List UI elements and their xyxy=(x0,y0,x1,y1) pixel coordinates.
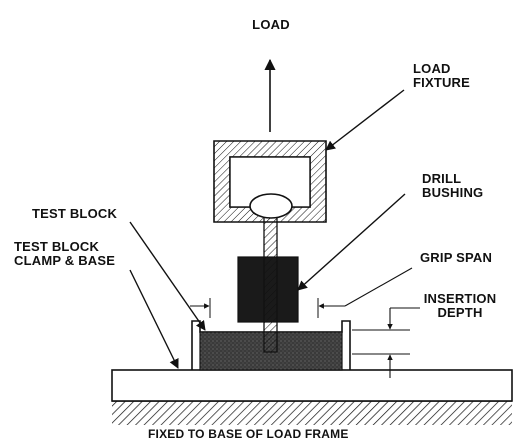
label-drill-bushing-line2: BUSHING xyxy=(422,185,484,200)
label-load: LOAD xyxy=(252,17,290,32)
label-test-block-clamp-line1: TEST BLOCK xyxy=(14,239,100,254)
label-insertion-depth-line2: DEPTH xyxy=(437,305,483,320)
specimen-rod xyxy=(263,213,278,353)
leader-test-block xyxy=(129,221,206,331)
label-load-fixture: LOAD FIXTURE xyxy=(413,62,470,90)
grip-span-dimension xyxy=(190,267,413,318)
leader-drill-bushing xyxy=(297,193,406,291)
label-insertion-depth: INSERTION DEPTH xyxy=(422,292,498,320)
base-plate xyxy=(111,369,513,402)
insertion-depth-dimension xyxy=(352,307,420,378)
label-test-block-clamp: TEST BLOCK CLAMP & BASE xyxy=(14,240,115,268)
label-grip-span: GRIP SPAN xyxy=(420,250,493,265)
label-test-block-clamp-line2: CLAMP & BASE xyxy=(14,253,116,268)
label-base-caption: FIXED TO BASE OF LOAD FRAME xyxy=(148,427,349,441)
leader-test-block-clamp xyxy=(129,269,179,369)
label-drill-bushing-line1: DRILL xyxy=(422,171,462,186)
label-insertion-depth-line1: INSERTION xyxy=(423,291,497,306)
label-test-block: TEST BLOCK xyxy=(32,206,118,221)
label-load-fixture-line2: FIXTURE xyxy=(413,75,471,90)
leader-load-fixture xyxy=(325,89,405,151)
label-drill-bushing: DRILL BUSHING xyxy=(422,172,483,200)
specimen-head xyxy=(249,193,293,219)
label-load-fixture-line1: LOAD xyxy=(413,61,451,76)
ground-hatching xyxy=(112,400,512,425)
